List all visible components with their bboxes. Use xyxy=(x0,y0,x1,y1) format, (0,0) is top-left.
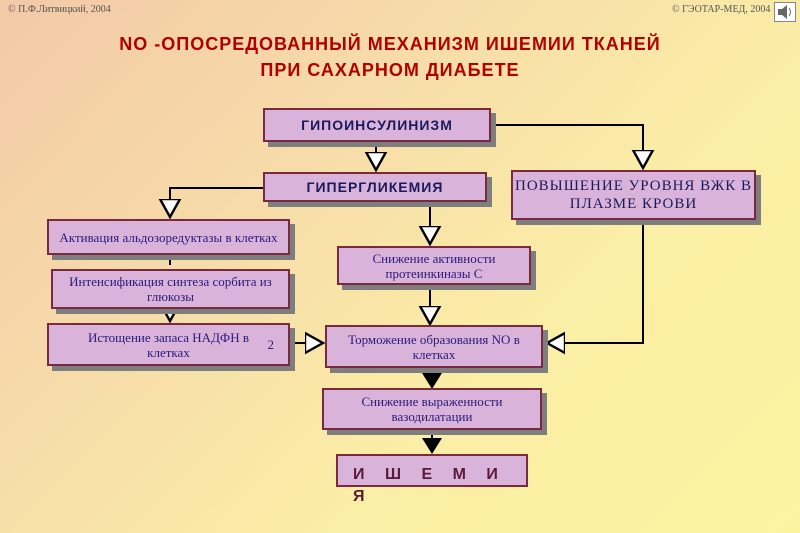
copyright-right: © ГЭОТАР-МЕД, 2004 xyxy=(672,4,771,15)
arrow-ffa-no xyxy=(549,220,644,343)
node-aldose-reductase: Активация альдозоредуктазы в клетках xyxy=(47,219,290,255)
node-vasodilation-decrease: Снижение выраженности вазодилатации xyxy=(322,388,542,430)
node-nadph-depletion: Истощение запаса НАДФН в клетках 2 xyxy=(47,323,290,366)
node-hypoinsulinism: ГИПОИНСУЛИНИЗМ xyxy=(263,108,491,142)
arrow-hyper-aldose xyxy=(170,187,265,215)
title-line-1: NO -ОПОСРЕДОВАННЫЙ МЕХАНИЗМ ИШЕМИИ ТКАНЕ… xyxy=(119,34,661,54)
node-ffa-increase: ПОВЫШЕНИЕ УРОВНЯ ВЖК В ПЛАЗМЕ КРОВИ xyxy=(511,170,756,220)
node-ischemia: И Ш Е М И Я xyxy=(336,454,528,505)
nadph-number: 2 xyxy=(267,337,275,352)
speaker-icon[interactable] xyxy=(774,2,796,22)
arrow-hypo-ffa xyxy=(494,124,643,166)
node-hyperglycemia: ГИПЕРГЛИКЕМИЯ xyxy=(263,172,487,202)
title-line-2: ПРИ САХАРНОМ ДИАБЕТЕ xyxy=(260,60,520,80)
node-sorbitol-synthesis: Интенсификация синтеза сорбита из глюкоз… xyxy=(51,269,290,309)
node-no-inhibition: Торможение образования NO в клетках xyxy=(325,325,543,368)
copyright-left: © П.Ф.Литвицкий, 2004 xyxy=(8,4,111,15)
node-pkc-decrease: Снижение активности протеинкиназы С xyxy=(337,246,531,285)
